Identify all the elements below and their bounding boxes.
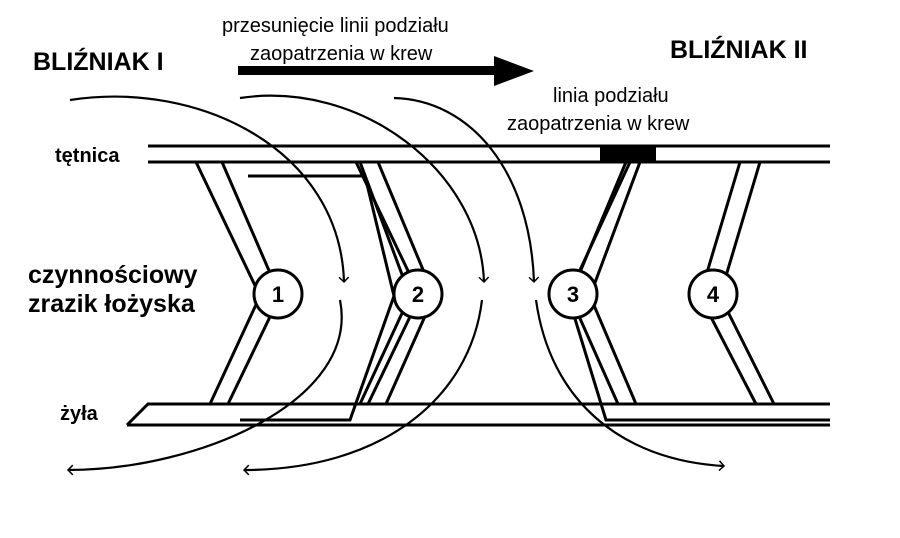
division-label-line-2: zaopatrzenia w krew <box>507 113 690 135</box>
lobule-circles <box>252 268 739 320</box>
lobule-numbers: 1 2 3 4 <box>272 282 720 307</box>
vein-vessel <box>125 402 830 427</box>
lobule-4-number: 4 <box>707 282 720 307</box>
flow-arrow-3 <box>393 96 540 284</box>
artery-label: tętnica <box>55 145 120 167</box>
lobule-2-circle <box>392 268 444 320</box>
lobule-1-circle <box>252 268 304 320</box>
shift-label-line-1: przesunięcie linii podziału <box>222 15 449 37</box>
flow-arrow-5 <box>242 299 484 476</box>
lobule-label-line-1: czynnościowy <box>28 261 198 289</box>
division-label-line-1: linia podziału <box>553 85 669 107</box>
flow-arrow-1 <box>69 95 350 284</box>
flow-arrow-6 <box>534 299 726 472</box>
shift-arrow <box>238 56 534 86</box>
lobule-1-number: 1 <box>272 282 284 307</box>
lobule-3-circle <box>547 268 599 320</box>
artery-vessel <box>148 144 830 164</box>
lobule-label-line-2: zrazik łożyska <box>28 290 196 318</box>
division-marker <box>600 145 656 163</box>
twin-right-label: BLIŹNIAK II <box>670 35 808 64</box>
vein-label: żyła <box>60 403 99 425</box>
lobule-4-circle <box>687 268 739 320</box>
flow-arrows <box>66 94 726 476</box>
lobule-2-number: 2 <box>412 282 424 307</box>
flow-arrow-4 <box>66 299 343 476</box>
flow-arrow-2 <box>239 94 490 284</box>
shift-label-line-2: zaopatrzenia w krew <box>250 43 433 65</box>
lobule-3-number: 3 <box>567 282 579 307</box>
twin-left-label: BLIŹNIAK I <box>33 47 164 76</box>
